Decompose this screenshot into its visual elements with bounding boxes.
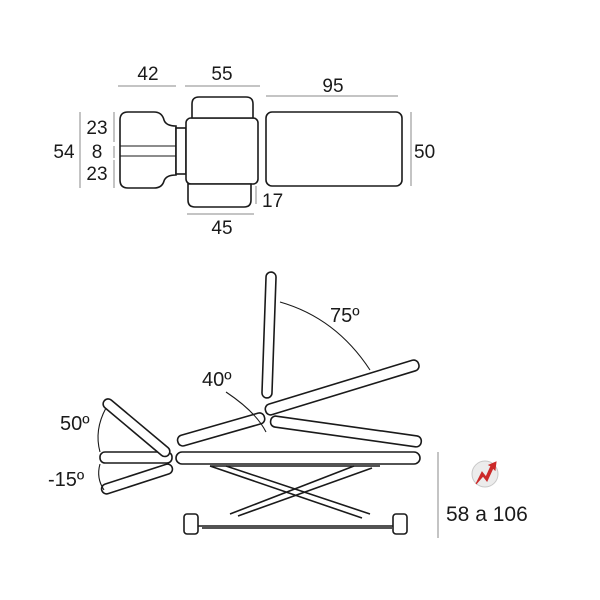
- base-left-foot: [183, 513, 199, 535]
- arc-head-down: [98, 463, 105, 491]
- dim-armrest-offset: 17: [262, 191, 283, 212]
- dim-body-height: 50: [414, 142, 435, 163]
- dim-head-width: 42: [137, 64, 158, 85]
- lower-armrest: [187, 183, 252, 208]
- side-view: 75º 40º 50º -15º 58 a 106: [48, 271, 528, 538]
- table-top-flat: [175, 451, 421, 465]
- dim-head-gap: 8: [92, 142, 103, 163]
- dim-head-upper: 23: [86, 118, 107, 139]
- height-range: 58 a 106: [446, 503, 528, 526]
- head-connector: [175, 127, 187, 175]
- body-section-tilted: [269, 415, 423, 448]
- head-section: [119, 111, 177, 189]
- dim-head-total-height: 54: [53, 142, 75, 163]
- angle-head-up: 50º: [60, 413, 90, 435]
- upper-armrest: [191, 96, 254, 119]
- top-view: 42 55 95 54 23 8 23 50 17 45: [53, 64, 435, 239]
- dim-body-width: 95: [322, 76, 343, 97]
- backrest-vertical: [261, 271, 277, 399]
- base-right-foot: [392, 513, 408, 535]
- middle-section: [185, 117, 259, 185]
- scissor-arm-2: [225, 465, 371, 515]
- angle-back-raise: 75º: [330, 305, 360, 327]
- angle-mid-tilt: 40º: [202, 369, 232, 391]
- dim-armrest-width: 45: [211, 218, 232, 239]
- head-section-raised: [102, 398, 171, 458]
- scissor-arm-3: [237, 467, 373, 517]
- angle-head-down: -15º: [48, 469, 85, 491]
- arc-head-up: [97, 407, 107, 453]
- electric-height-icon: [471, 460, 499, 488]
- middle-section-tilted: [176, 412, 266, 447]
- head-section-lowered: [100, 463, 174, 495]
- base-frame: [183, 515, 406, 527]
- dim-middle-width: 55: [211, 64, 232, 85]
- arc-mid-tilt: [225, 391, 267, 433]
- backrest-raised: [264, 359, 420, 416]
- body-section: [265, 111, 403, 187]
- arc-back-raise: [279, 301, 371, 371]
- head-section-flat: [99, 451, 173, 464]
- scissor-arm-4: [229, 465, 355, 515]
- dim-head-lower: 23: [86, 164, 107, 185]
